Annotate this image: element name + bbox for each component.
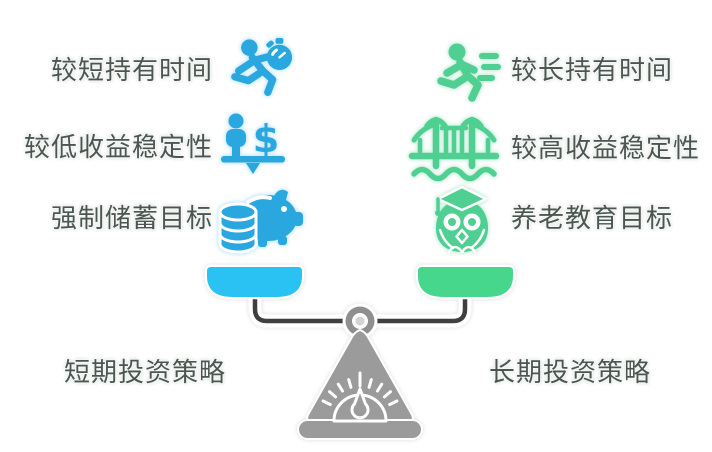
scale-pivot [342,303,378,339]
right-feature-1-label: 较长持有时间 [511,56,674,86]
owl-graduation-icon [423,180,501,256]
long-term-strategy-label: 长期投资策略 [488,358,651,388]
runner-stopwatch-icon [226,36,296,102]
left-feature-1-label: 较短持有时间 [50,56,213,86]
person-money-balance-icon: $ [219,111,287,177]
right-feature-2-label: 较高收益稳定性 [511,134,701,164]
left-feature-2-label: 较低收益稳定性 [24,133,214,163]
svg-text:$: $ [253,117,279,161]
suspension-bridge-icon [406,108,502,184]
piggy-bank-coins-icon [212,180,304,258]
left-pan [204,264,305,300]
gauge-icon [321,371,399,423]
right-pan [415,264,516,300]
short-term-strategy-label: 短期投资策略 [63,358,226,388]
right-feature-3-label: 养老教育目标 [511,204,674,234]
scale-base [297,419,423,440]
left-feature-3-label: 强制储蓄目标 [50,204,213,234]
runner-speed-lines-icon [430,40,502,108]
